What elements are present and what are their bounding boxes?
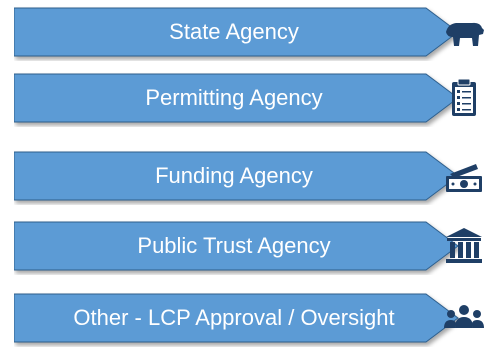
banner-shape xyxy=(14,7,459,57)
bear-icon xyxy=(446,22,484,46)
people-icon xyxy=(444,305,484,328)
agency-row-funding: Funding Agency xyxy=(14,150,486,208)
agency-row-other: Other - LCP Approval / Oversight xyxy=(14,292,486,350)
agency-row-public-trust: Public Trust Agency xyxy=(14,220,486,278)
agency-label: Other - LCP Approval / Oversight xyxy=(73,305,395,330)
agency-label: Permitting Agency xyxy=(145,85,323,110)
banner-shape xyxy=(14,151,459,201)
banner-shape xyxy=(14,73,459,123)
agency-row-state: State Agency xyxy=(14,6,486,64)
agency-row-permitting: Permitting Agency xyxy=(14,72,486,130)
agency-label: State Agency xyxy=(169,19,299,44)
clipboard-icon xyxy=(452,78,476,116)
agency-label: Public Trust Agency xyxy=(137,233,331,258)
money-icon xyxy=(446,164,482,192)
banner-shape xyxy=(14,221,459,271)
courthouse-icon xyxy=(446,228,482,263)
banner-shape xyxy=(14,293,459,343)
agency-label: Funding Agency xyxy=(155,163,313,188)
